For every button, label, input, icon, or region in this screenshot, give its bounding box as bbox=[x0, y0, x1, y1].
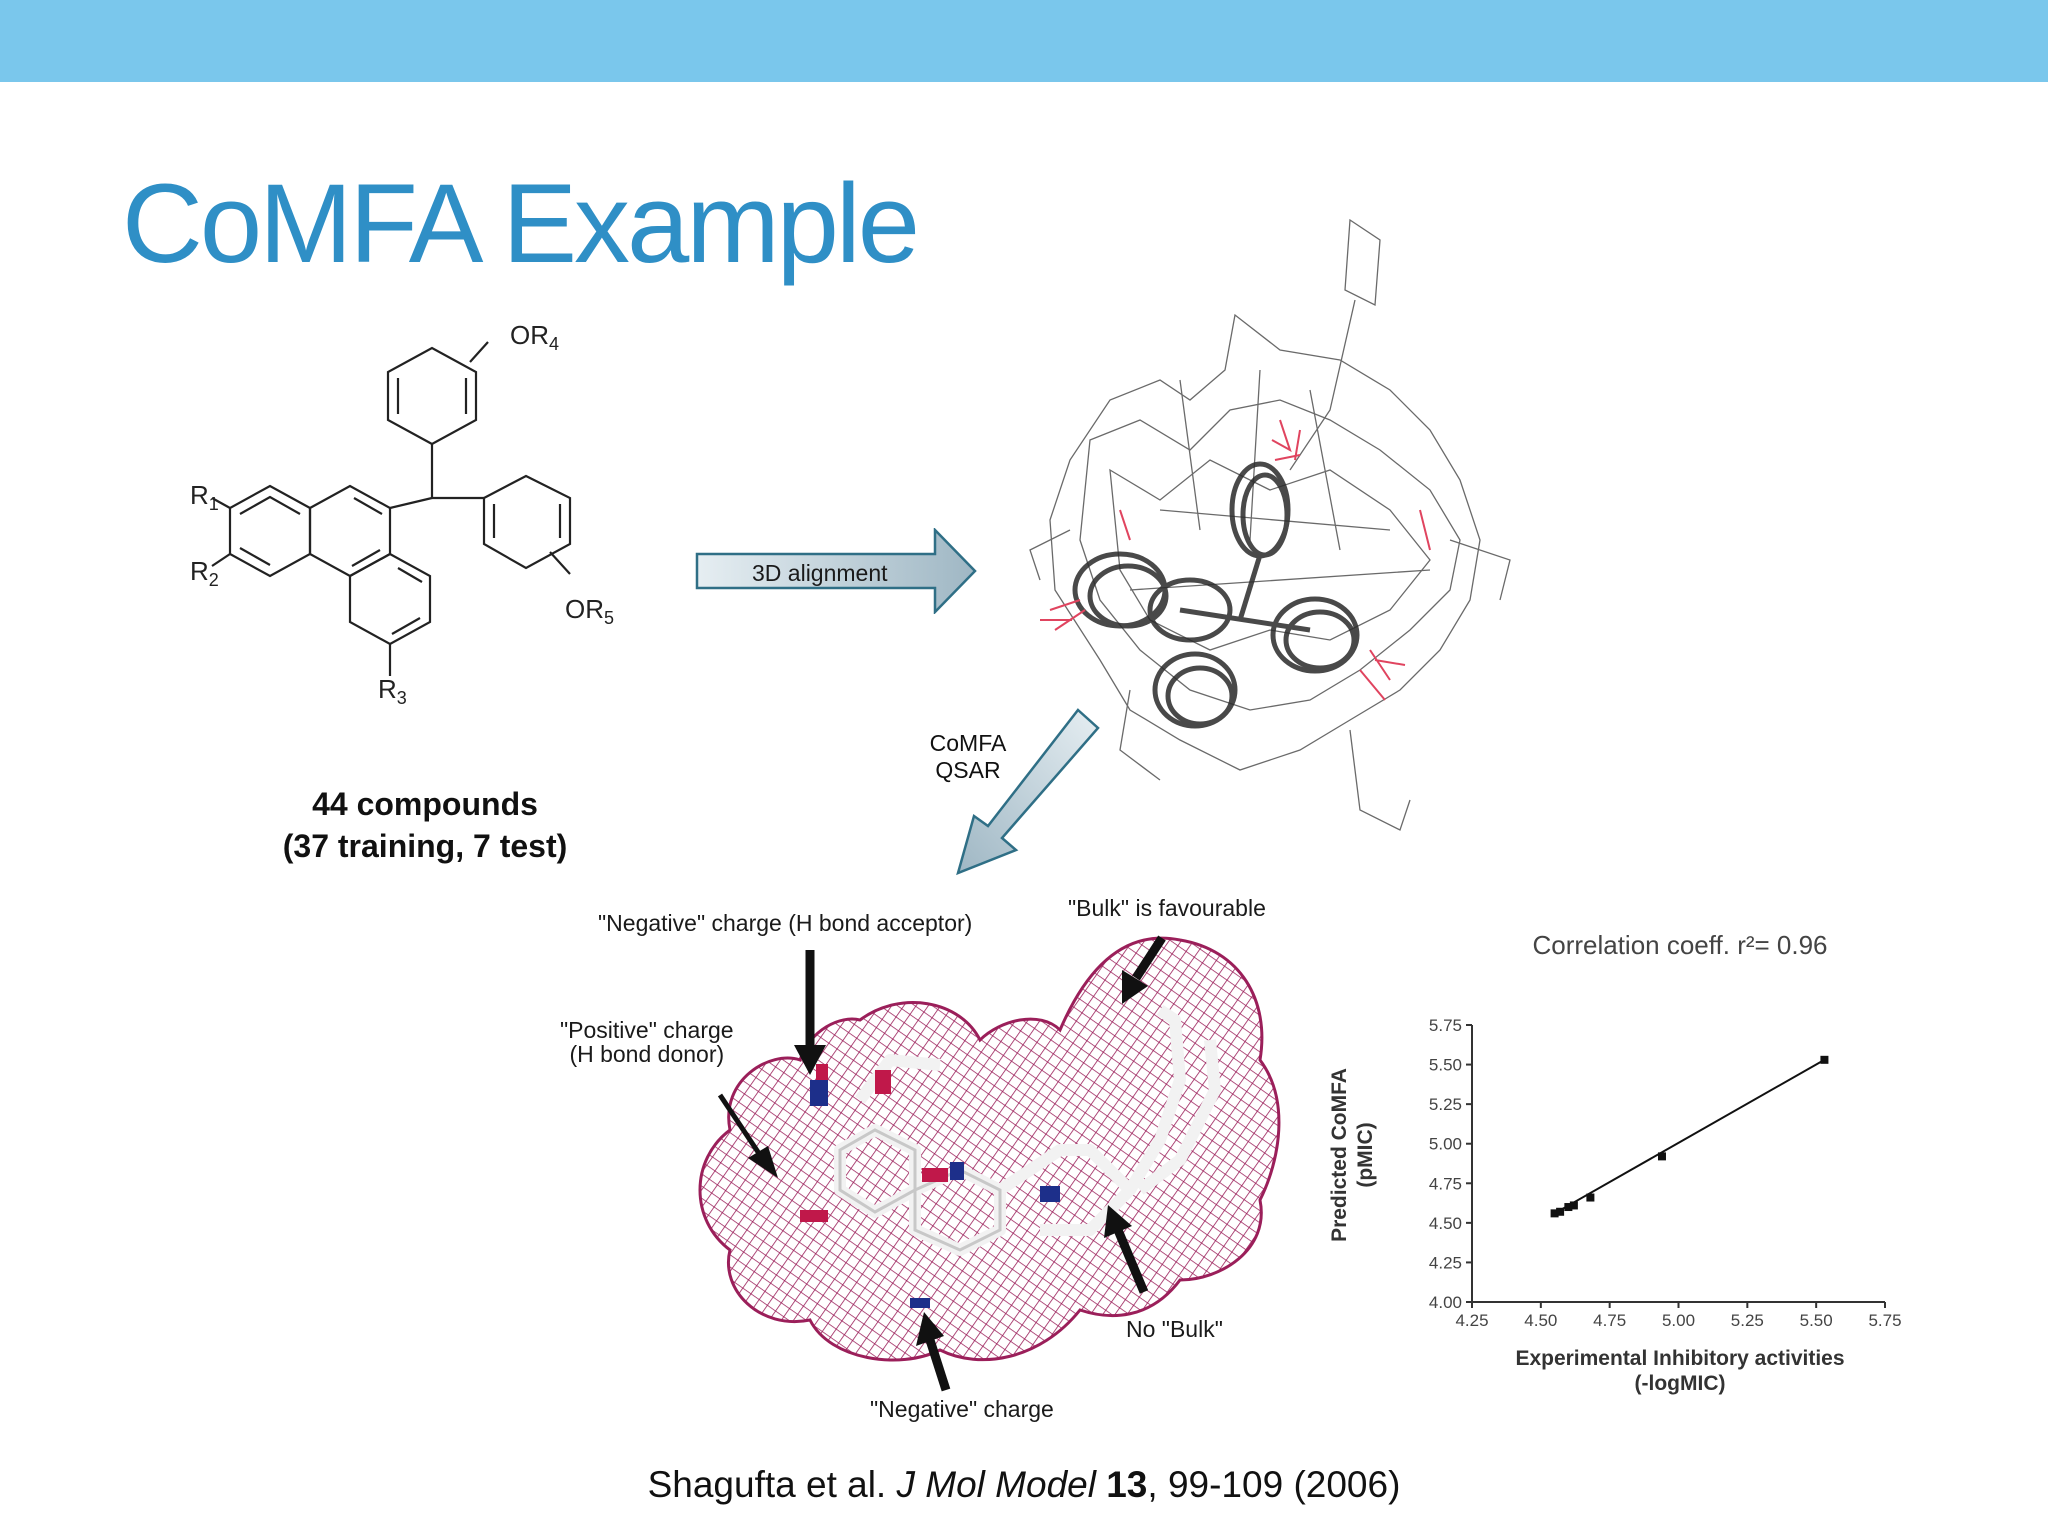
alignment-arrow-label: 3D alignment bbox=[752, 560, 888, 586]
annotation-positive-line1: "Positive" charge bbox=[560, 1017, 734, 1043]
citation-journal: J Mol Model bbox=[896, 1464, 1096, 1505]
data-point bbox=[1550, 1209, 1559, 1218]
compounds-caption: 44 compounds (37 training, 7 test) bbox=[250, 783, 600, 867]
annotation-positive-line2: (H bond donor) bbox=[569, 1041, 725, 1067]
y-tick-label: 4.50 bbox=[1429, 1214, 1462, 1233]
r3-label: R3 bbox=[378, 674, 407, 708]
x-tick-label: 5.50 bbox=[1800, 1311, 1833, 1330]
data-point bbox=[1820, 1055, 1829, 1064]
y-tick-label: 5.75 bbox=[1429, 1016, 1462, 1035]
r1-label: R1 bbox=[190, 480, 219, 514]
correlation-chart: Correlation coeff. r²= 0.96 4.25 4.50 4.75… bbox=[1328, 930, 1902, 1395]
annotation-positive-charge: "Positive" charge (H bond donor) bbox=[560, 1018, 734, 1066]
annotation-negative-charge: "Negative" charge bbox=[870, 1396, 1054, 1422]
qsar-arrow bbox=[956, 708, 1100, 876]
citation-volume: 13 bbox=[1095, 1464, 1148, 1505]
alignment-arrow bbox=[695, 528, 977, 614]
annotation-no-bulk: No "Bulk" bbox=[1126, 1316, 1223, 1342]
x-tick-label: 4.50 bbox=[1524, 1311, 1557, 1330]
chart-xlabel-line2: (-logMIC) bbox=[1635, 1372, 1726, 1395]
citation-pages-year: , 99-109 (2006) bbox=[1147, 1464, 1401, 1505]
data-point bbox=[1657, 1152, 1666, 1161]
top-accent-bar bbox=[0, 0, 2048, 82]
chart-axes bbox=[1471, 1025, 1885, 1303]
qsar-arrow-label: CoMFA QSAR bbox=[908, 730, 1028, 784]
data-point bbox=[1556, 1207, 1565, 1216]
annotation-bulk-favourable: "Bulk" is favourable bbox=[1068, 895, 1266, 921]
y-tick-label: 4.75 bbox=[1429, 1174, 1462, 1193]
chemical-structure: OR4 R1 R2 OR5 R3 bbox=[190, 320, 614, 708]
x-tick-label: 5.00 bbox=[1662, 1311, 1695, 1330]
chart-ylabel-line2: (pMIC) bbox=[1354, 1122, 1377, 1187]
compounds-count: 44 compounds bbox=[312, 786, 538, 822]
or5-label: OR5 bbox=[565, 594, 614, 628]
x-tick-label: 4.25 bbox=[1455, 1311, 1488, 1330]
chart-xlabel-line1: Experimental Inhibitory activities bbox=[1515, 1347, 1844, 1370]
y-tick-label: 5.00 bbox=[1429, 1135, 1462, 1154]
citation: Shagufta et al. J Mol Model 13, 99-109 (… bbox=[0, 1464, 2048, 1506]
y-tick-label: 5.50 bbox=[1429, 1056, 1462, 1075]
slide-title: CoMFA Example bbox=[122, 161, 920, 286]
chart-fit-line bbox=[1551, 1057, 1828, 1216]
data-point bbox=[1569, 1201, 1578, 1210]
citation-authors: Shagufta et al. bbox=[647, 1464, 897, 1505]
x-tick-label: 5.75 bbox=[1868, 1311, 1901, 1330]
or4-label: OR4 bbox=[510, 320, 559, 354]
compounds-split: (37 training, 7 test) bbox=[282, 828, 568, 864]
chart-title: Correlation coeff. r²= 0.96 bbox=[1532, 930, 1827, 960]
regression-line bbox=[1551, 1057, 1828, 1216]
chart-ylabel-line1: Predicted CoMFA bbox=[1328, 1068, 1351, 1242]
aligned-molecules-image bbox=[1029, 218, 1511, 831]
data-point bbox=[1586, 1193, 1595, 1202]
qsar-label-line1: CoMFA bbox=[929, 730, 1007, 756]
y-tick-label: 4.25 bbox=[1429, 1253, 1462, 1272]
r2-label: R2 bbox=[190, 556, 219, 590]
data-point bbox=[1564, 1203, 1573, 1212]
y-tick-label: 5.25 bbox=[1429, 1095, 1462, 1114]
x-tick-label: 4.75 bbox=[1593, 1311, 1626, 1330]
comfa-contour-map bbox=[698, 935, 1281, 1392]
x-tick-label: 5.25 bbox=[1731, 1311, 1764, 1330]
y-tick-label: 4.00 bbox=[1429, 1293, 1462, 1312]
annotation-negative-acceptor: "Negative" charge (H bond acceptor) bbox=[598, 910, 973, 936]
chart-points bbox=[1550, 1055, 1829, 1218]
qsar-label-line2: QSAR bbox=[935, 757, 1001, 783]
